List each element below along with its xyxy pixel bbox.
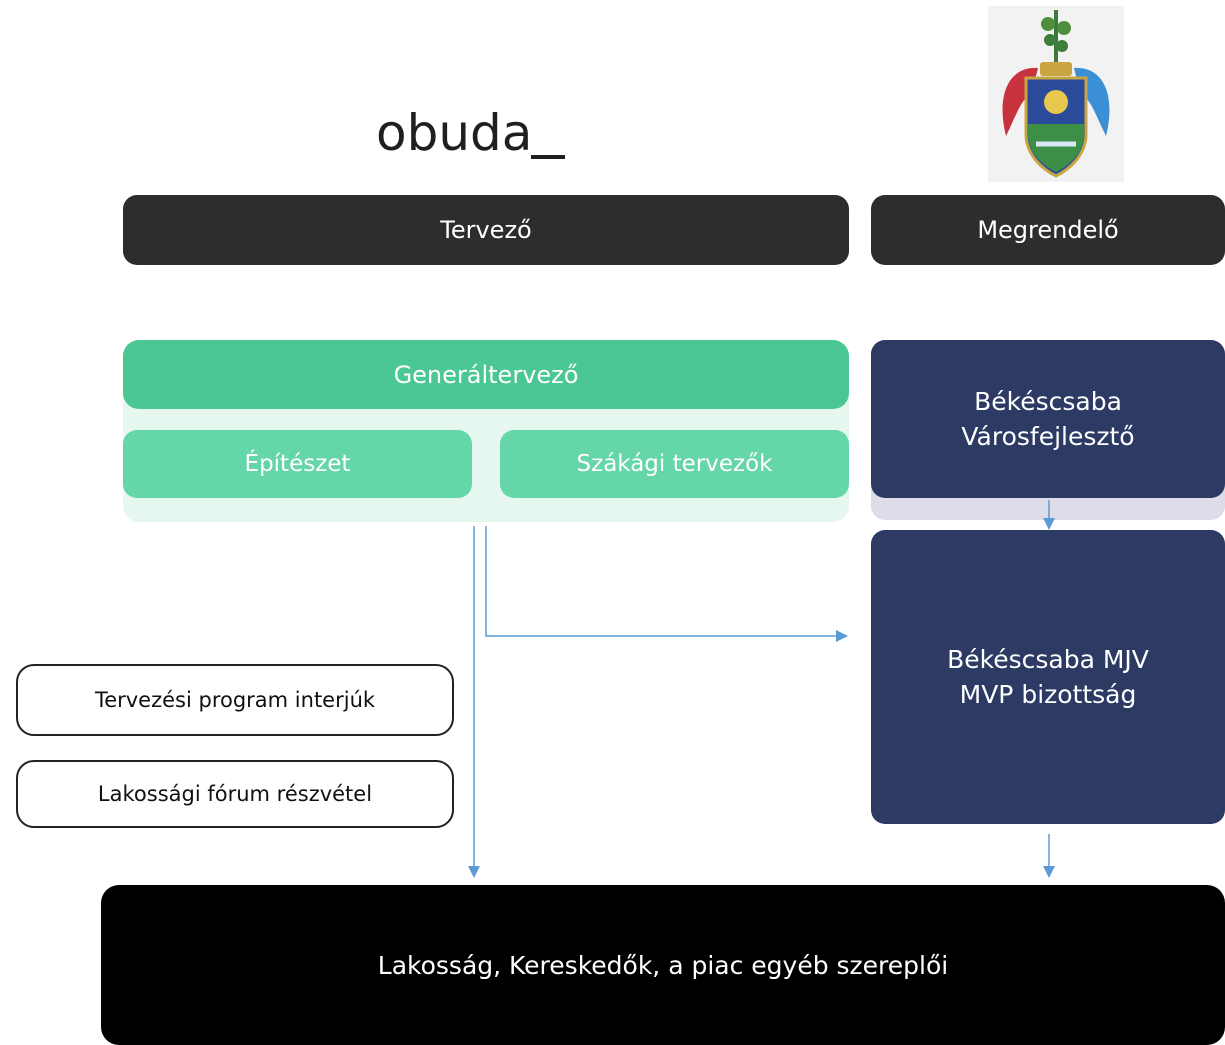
- specialists-to-committee-arrow: [485, 526, 848, 642]
- city-developer-line1: Békéscsaba: [974, 387, 1122, 416]
- client-header: Megrendelő: [871, 195, 1225, 265]
- forum-box: Lakossági fórum részvétel: [16, 760, 454, 828]
- architecture-box: Építészet: [123, 430, 472, 498]
- committee-box: Békéscsaba MJV MVP bizottság: [871, 530, 1225, 824]
- obuda-logo-underline: [531, 155, 565, 159]
- specialist-planners-box: Szákági tervezők: [500, 430, 849, 498]
- planner-header: Tervező: [123, 195, 849, 265]
- general-planner-box: Generáltervező: [123, 340, 849, 409]
- audience-box: Lakosság, Kereskedők, a piac egyéb szere…: [101, 885, 1225, 1045]
- committee-line2: MVP bizottság: [959, 680, 1137, 709]
- interviews-box: Tervezési program interjúk: [16, 664, 454, 736]
- committee-line1: Békéscsaba MJV: [947, 645, 1149, 674]
- city-developer-box: Békéscsaba Városfejlesztő: [871, 340, 1225, 498]
- obuda-logo-text: obuda: [376, 104, 533, 162]
- coat-of-arms-icon: [988, 6, 1124, 182]
- city-developer-line2: Városfejlesztő: [961, 422, 1135, 451]
